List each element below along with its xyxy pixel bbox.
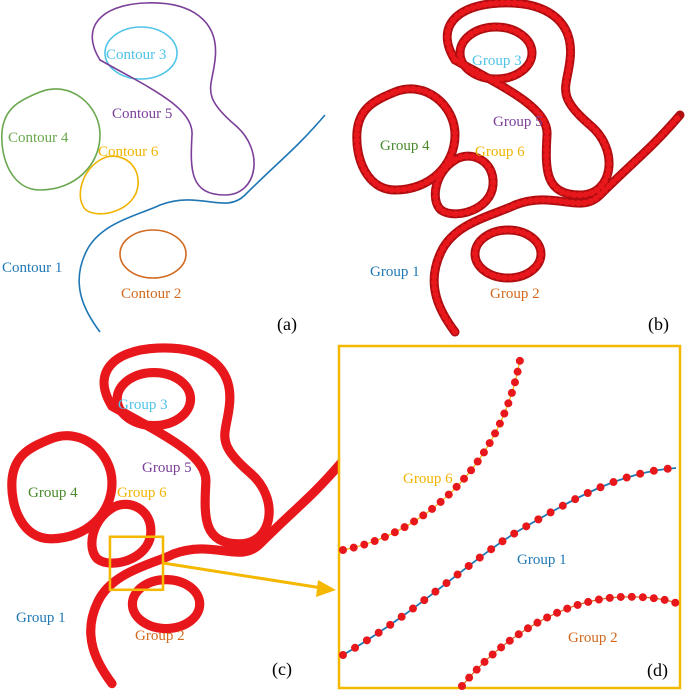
contour-6-line — [79, 155, 139, 215]
group-6-beads — [339, 356, 524, 554]
group-3-label: Group 3 — [472, 53, 522, 69]
panel-d: Group 6 Group 1 Group 2 (d) — [337, 344, 682, 690]
group-1-label: Group 1 — [16, 610, 66, 626]
group-6-label: Group 6 — [475, 144, 525, 160]
contour-2-label: Contour 2 — [121, 286, 181, 302]
group-4-label: Group 4 — [380, 138, 430, 154]
group-1-label: Group 1 — [517, 552, 567, 568]
group-1-beads — [339, 464, 680, 659]
zoom-arrow-head — [316, 580, 336, 597]
zoom-arrow-line — [162, 561, 323, 590]
group-6-label: Group 6 — [403, 471, 453, 487]
group-1-label: Group 1 — [370, 264, 420, 280]
contour-5-label: Contour 5 — [112, 106, 172, 122]
group-2-label: Group 2 — [568, 630, 618, 646]
panel-d-tag: (d) — [647, 660, 668, 681]
panel-b-tag: (b) — [648, 314, 669, 335]
panel-a-tag: (a) — [277, 314, 297, 335]
contour-2-line — [119, 229, 187, 279]
contour-5-line — [91, 2, 255, 196]
contour-1-label: Contour 1 — [2, 260, 62, 276]
group-2-beads — [475, 230, 541, 278]
group-6-line — [92, 504, 151, 563]
contour-3-label: Contour 3 — [106, 47, 166, 63]
group-2-label: Group 2 — [490, 286, 540, 302]
contour-6-label: Contour 6 — [98, 144, 159, 160]
panel-b: Group 3 Group 5 Group 4 Group 6 Group 1 … — [357, 3, 680, 335]
group-2-label: Group 2 — [135, 628, 185, 644]
contour-4-label: Contour 4 — [8, 130, 69, 146]
group-6-label: Group 6 — [117, 485, 167, 501]
panel-c-tag: (c) — [272, 659, 292, 680]
group-2-line — [132, 580, 199, 629]
group-2-beads — [458, 592, 680, 690]
group-5-label: Group 5 — [142, 460, 192, 476]
group-4-label: Group 4 — [28, 485, 78, 501]
group-5-label: Group 5 — [493, 114, 543, 130]
panel-a: Contour 3 Contour 5 Contour 4 Contour 6 … — [0, 2, 326, 335]
group-3-label: Group 3 — [118, 397, 168, 413]
